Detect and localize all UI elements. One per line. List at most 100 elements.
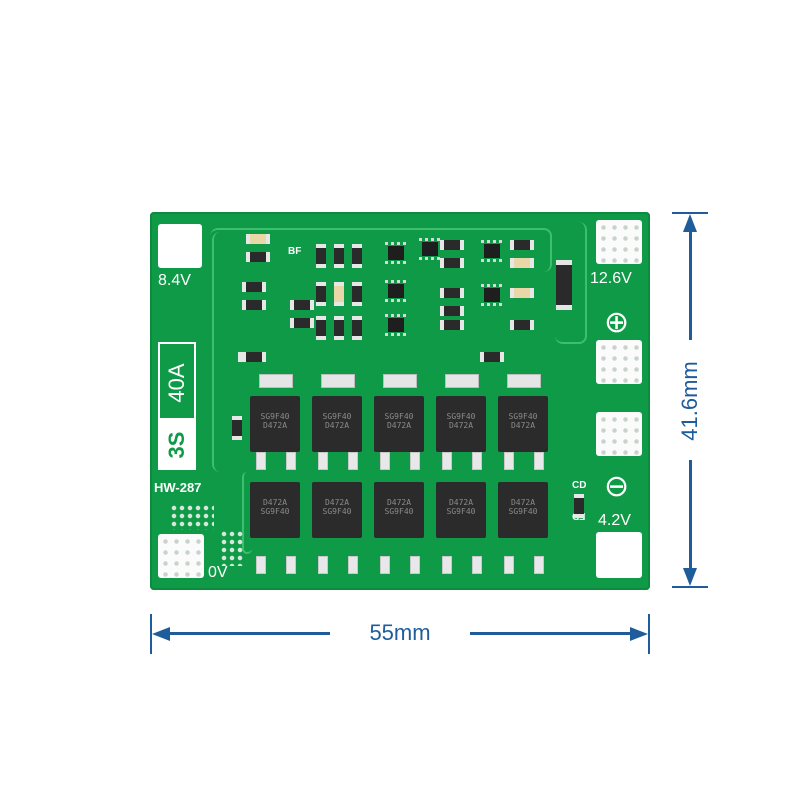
smd-resistor — [232, 416, 242, 440]
rating-cells-block: 3S — [160, 418, 194, 468]
smd-resistor — [316, 316, 326, 340]
sod-diode — [556, 260, 572, 310]
mosfet-leg — [286, 452, 296, 470]
smd-led — [510, 258, 534, 268]
mosfet-leg — [318, 452, 328, 470]
trace-lower-left — [242, 472, 252, 554]
sot-transistor — [419, 238, 441, 260]
rating-box: 3S 40A — [158, 342, 196, 470]
sot-transistor — [385, 242, 407, 264]
pad-12v6 — [596, 220, 642, 264]
smd-resistor — [440, 240, 464, 250]
label-cd: CD — [572, 480, 587, 491]
plus-symbol: ⊕ — [604, 306, 630, 339]
mosfet-leg — [442, 556, 452, 574]
mosfet-leg — [348, 452, 358, 470]
smd-resistor — [334, 316, 344, 340]
sot-transistor — [481, 240, 503, 262]
mosfet-leg — [318, 556, 328, 574]
pad-8v4 — [158, 224, 202, 268]
pad-0v — [158, 534, 204, 578]
via-array-left — [170, 504, 214, 530]
smd-capacitor — [574, 494, 584, 518]
mosfet-leg — [286, 556, 296, 574]
smd-resistor — [440, 258, 464, 268]
rating-current: 40A — [164, 363, 189, 403]
height-dimension-line-top — [689, 222, 692, 340]
label-12v6: 12.6V — [590, 270, 632, 287]
sot-transistor — [385, 280, 407, 302]
mosfet-leg — [380, 556, 390, 574]
mosfet-tab — [383, 374, 417, 388]
smd-led — [510, 288, 534, 298]
label-0v: 0V — [208, 564, 228, 581]
mosfet-leg — [348, 556, 358, 574]
smd-resistor — [440, 320, 464, 330]
via-array-bottom-left — [220, 530, 244, 566]
label-8v4: 8.4V — [158, 272, 191, 289]
smd-resistor — [334, 244, 344, 268]
mosfet-leg — [534, 452, 544, 470]
bms-board: 8.4V 12.6V 4.2V 0V HW-287 BF CD FD ⊕ ⊖ 3… — [150, 212, 650, 590]
smd-resistor — [352, 316, 362, 340]
smd-led — [334, 282, 344, 306]
label-model: HW-287 — [154, 480, 202, 495]
smd-resistor — [440, 306, 464, 316]
smd-resistor — [242, 282, 266, 292]
height-dimension-top-tick — [672, 212, 708, 214]
mosfet-tab — [507, 374, 541, 388]
height-dimension-line-bottom — [689, 460, 692, 578]
smd-resistor — [352, 244, 362, 268]
mosfet-leg — [410, 556, 420, 574]
mosfet-tab — [321, 374, 355, 388]
smd-resistor — [440, 288, 464, 298]
width-dimension-line-right — [470, 632, 640, 635]
width-dimension-label: 55mm — [369, 620, 431, 645]
width-dimension-right-tick — [648, 614, 650, 654]
pad-4v2 — [596, 532, 642, 578]
sot-transistor — [481, 284, 503, 306]
label-4v2: 4.2V — [598, 512, 631, 529]
smd-resistor — [510, 320, 534, 330]
pad-negative — [596, 412, 642, 456]
width-dimension-left-tick — [150, 614, 152, 654]
smd-resistor — [316, 244, 326, 268]
height-dimension-label: 41.6mm — [677, 361, 702, 441]
mosfet-tab — [259, 374, 293, 388]
mosfet-leg — [504, 452, 514, 470]
trace-left — [212, 232, 244, 472]
height-arrow-up-icon — [683, 214, 697, 232]
width-arrow-left-icon — [152, 627, 170, 641]
smd-resistor — [480, 352, 504, 362]
smd-resistor — [242, 300, 266, 310]
mosfet-leg — [504, 556, 514, 574]
mosfet-tab — [445, 374, 479, 388]
sot-transistor — [385, 314, 407, 336]
trace-top — [210, 228, 552, 272]
mosfet-leg — [534, 556, 544, 574]
mosfet-leg — [442, 452, 452, 470]
height-dimension-bottom-tick — [672, 586, 708, 588]
smd-resistor — [316, 282, 326, 306]
minus-symbol: ⊖ — [604, 470, 630, 503]
smd-resistor — [242, 352, 266, 362]
height-arrow-down-icon — [683, 568, 697, 586]
